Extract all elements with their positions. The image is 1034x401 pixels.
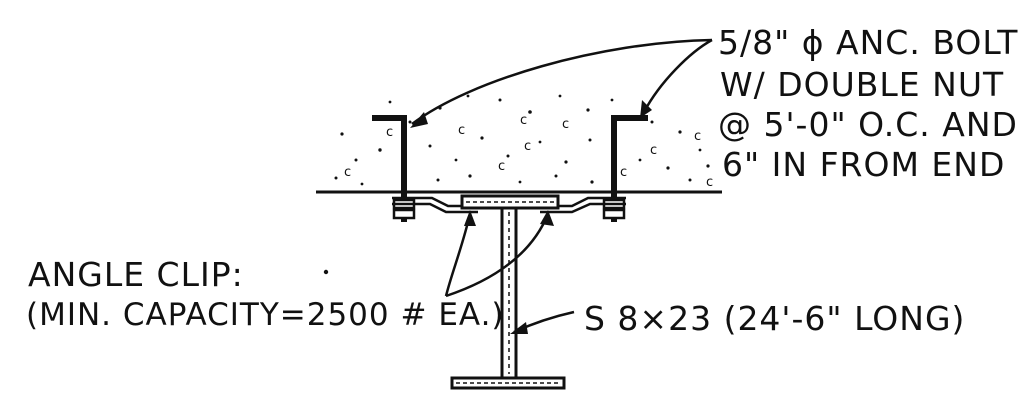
svg-text:c: c (458, 123, 465, 138)
bolt-note-line-4: 6" IN FROM END (722, 145, 1006, 184)
bolt-note-line-3: @ 5'-0" O.C. AND (718, 105, 1018, 144)
left-double-nut (392, 198, 416, 220)
beam-leader-arrow (510, 322, 528, 334)
svg-text:c: c (498, 159, 505, 174)
beam-note: S 8×23 (24'-6" LONG) (584, 299, 966, 338)
svg-text:c: c (694, 129, 701, 144)
svg-text:c: c (562, 117, 569, 132)
svg-text:c: c (650, 143, 657, 158)
bolt-note-line-2: W/ DOUBLE NUT (720, 65, 1005, 104)
svg-text:c: c (620, 165, 627, 180)
left-anchor-bolt (372, 115, 407, 222)
clip-note-line-2: (MIN. CAPACITY=2500 # EA.) (26, 297, 505, 333)
bolt-leaders (411, 38, 713, 125)
bolt-leader-arrow-left (410, 112, 428, 128)
clip-note-line-1: ANGLE CLIP: (28, 255, 244, 294)
svg-text:c: c (344, 165, 351, 180)
bolt-note-line-1: 5/8" ϕ ANC. BOLT (718, 23, 1019, 62)
svg-text:c: c (386, 125, 393, 140)
s-beam-section (450, 194, 566, 390)
svg-text:c: c (706, 175, 713, 190)
clip-leader-arrow-right (540, 210, 554, 226)
svg-text:c: c (524, 139, 531, 154)
concrete-slab (318, 90, 720, 192)
clip-leader-arrow-left (464, 210, 476, 226)
right-double-nut (602, 198, 626, 220)
svg-text:c: c (520, 113, 527, 128)
right-anchor-bolt (611, 115, 648, 222)
bolt-leader-arrow-right (640, 100, 652, 118)
clip-leaders (444, 213, 550, 298)
